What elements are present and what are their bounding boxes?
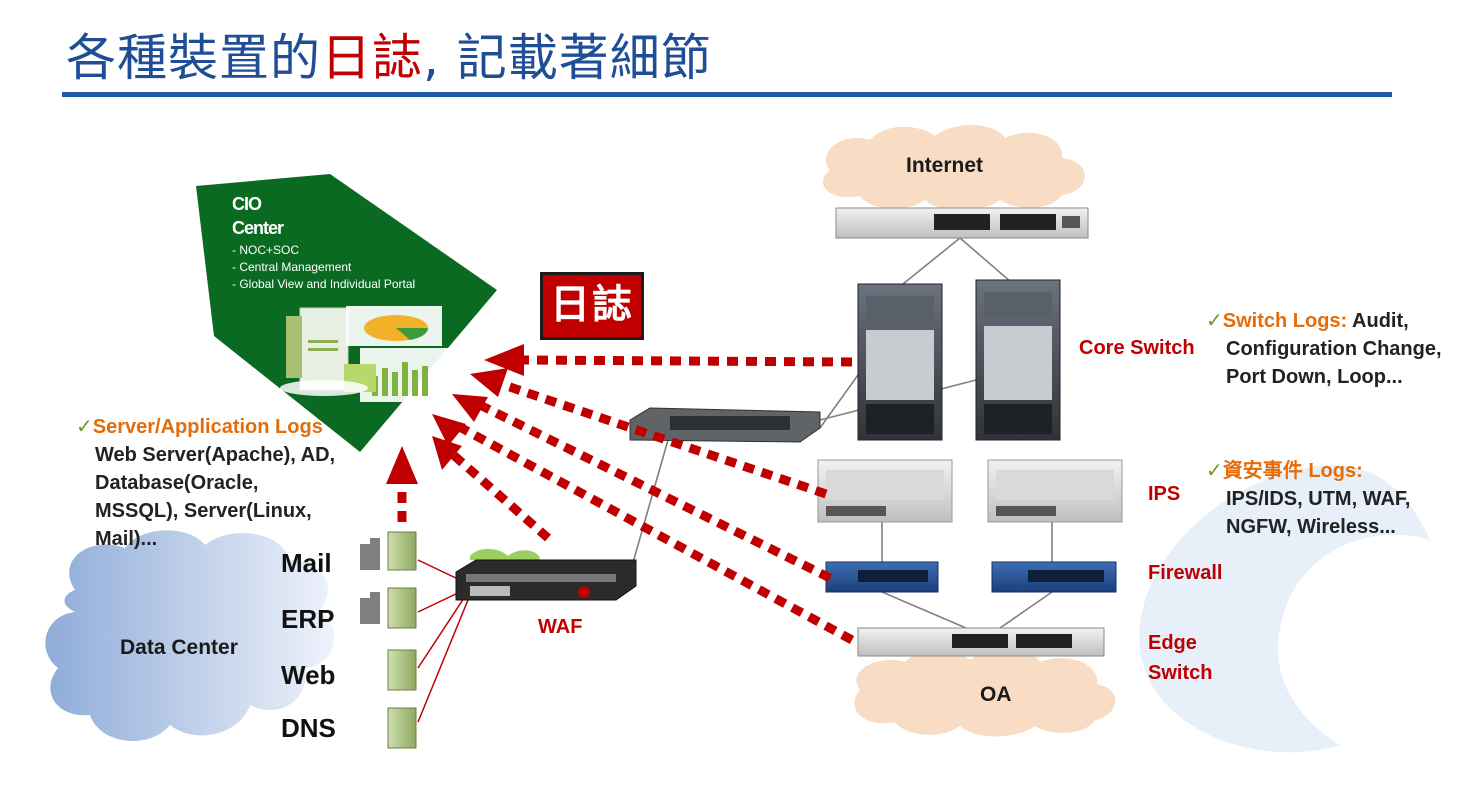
waf-appliance [455,548,637,601]
cio-title-line2: Center [232,218,284,238]
server-logs-line: Database(Oracle, [95,472,259,494]
server-logs-title: Server/Application Logs [92,416,323,438]
edge-switch-label: Edge Switch [1148,628,1212,688]
server-label-mail: Mail [281,548,332,578]
firewall-appliances [825,561,1117,593]
switch-logs-line: Port Down, Loop... [1226,366,1403,388]
internet-label: Internet [906,154,984,177]
title-underline [62,92,1392,97]
oa-label: OA [980,683,1012,706]
server-logs-line: MSSQL), Server(Linux, [95,500,312,522]
title-part1: 各種裝置的 [66,29,321,87]
cio-bullet: - NOC+SOC [232,243,300,257]
title-highlight: 日誌 [321,29,423,87]
log-flow-arrows [397,355,855,644]
edge-switch-label-line2: Switch [1148,662,1213,684]
check-icon: ✓ [1206,308,1223,332]
server-logs-block: ✓Server/Application Logs Web Server(Apac… [76,412,335,553]
oa-cloud [854,648,1116,737]
security-logs-line: IPS/IDS, UTM, WAF, [1226,488,1411,510]
waf-label: WAF [538,616,583,638]
log-badge: 日誌 [540,272,644,340]
cio-bullet: - Global View and Individual Portal [232,277,416,291]
switch-logs-title-rest: Audit, [1347,310,1409,332]
switch-logs-line: Configuration Change, [1226,338,1442,360]
internet-cloud [822,124,1085,211]
cio-center-title: CIO Center [232,192,284,240]
security-logs-block: ✓資安事件 Logs: IPS/IDS, UTM, WAF, NGFW, Wir… [1206,456,1410,541]
log-arrowheads [386,344,524,484]
check-icon: ✓ [1206,458,1223,482]
switch-logs-block: ✓Switch Logs: Audit, Configuration Chang… [1206,306,1442,391]
server-logs-line: Mail)... [95,528,158,550]
server-links [417,559,469,723]
aggregation-switch [629,407,821,443]
core-switch-chassis [857,279,1061,441]
switch-logs-title: Switch Logs: [1222,310,1348,332]
cio-center-panel [196,174,497,452]
internet-switch [835,207,1089,239]
title-part3: , 記載著細節 [423,29,712,87]
server-label-web: Web [281,660,336,690]
server-label-dns: DNS [281,713,336,743]
security-logs-line: NGFW, Wireless... [1226,516,1396,538]
page-title: 各種裝置的日誌, 記載著細節 [66,18,712,90]
server-logs-line: Web Server(Apache), AD, [95,444,336,466]
decorative-swirl [1139,465,1430,753]
security-logs-title: 資安事件 Logs: [1222,460,1363,482]
data-center-cloud [45,530,335,742]
building-icons [360,538,380,624]
ips-appliances [817,459,1123,523]
network-links [631,237,1053,629]
server-label-erp: ERP [281,604,335,634]
data-center-label: Data Center [120,636,238,659]
cio-center-bullets: - NOC+SOC - Central Management - Global … [232,242,415,293]
cio-bullet: - Central Management [232,260,352,274]
core-switch-label: Core Switch [1079,337,1195,359]
server-towers [387,531,417,749]
edge-switch-label-line1: Edge [1148,632,1197,654]
check-icon: ✓ [76,414,93,438]
cio-title-line1: CIO [232,194,262,214]
edge-switch [857,627,1105,657]
ips-label: IPS [1148,483,1181,505]
firewall-label: Firewall [1148,562,1223,584]
